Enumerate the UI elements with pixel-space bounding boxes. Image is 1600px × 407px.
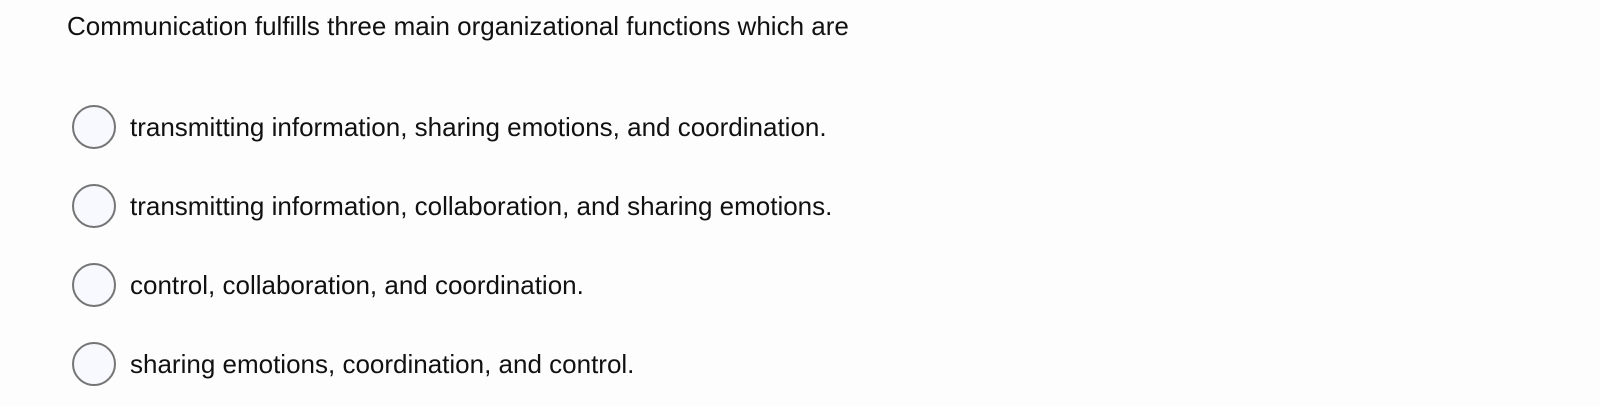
option-label: control, collaboration, and coordination… <box>130 270 584 300</box>
option-label: transmitting information, sharing emotio… <box>130 112 827 142</box>
answer-option-1[interactable]: transmitting information, sharing emotio… <box>72 103 827 151</box>
option-label: sharing emotions, coordination, and cont… <box>130 349 635 379</box>
radio-button-icon[interactable] <box>72 263 116 307</box>
radio-button-icon[interactable] <box>72 105 116 149</box>
question-text: Communication fulfills three main organi… <box>67 11 849 41</box>
answer-option-2[interactable]: transmitting information, collaboration,… <box>72 182 832 230</box>
option-label: transmitting information, collaboration,… <box>130 191 833 221</box>
answer-option-3[interactable]: control, collaboration, and coordination… <box>72 261 584 309</box>
answer-option-4[interactable]: sharing emotions, coordination, and cont… <box>72 340 634 388</box>
radio-button-icon[interactable] <box>72 184 116 228</box>
radio-button-icon[interactable] <box>72 342 116 386</box>
